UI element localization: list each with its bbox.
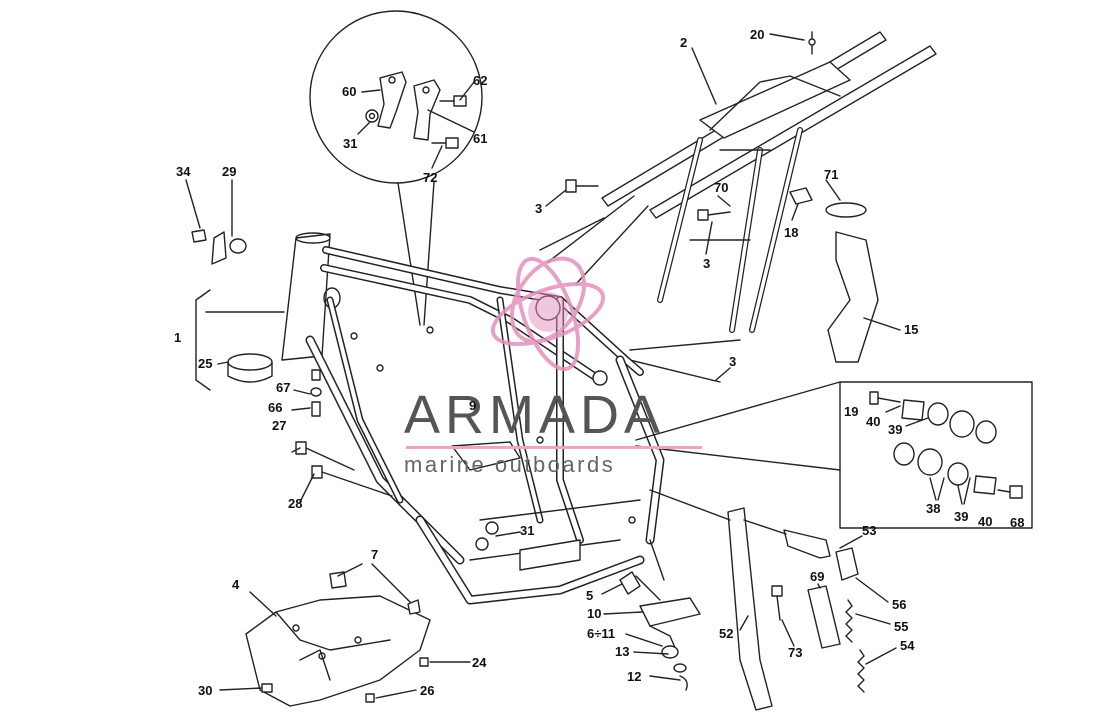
callout-label: 31 (343, 136, 358, 151)
callout-label: 69 (810, 569, 825, 584)
callout-label: 53 (862, 523, 877, 538)
callout-label: 26 (420, 683, 435, 698)
callout-label: 9 (469, 398, 477, 413)
left-hardware (191, 229, 393, 497)
callout-label: 15 (904, 322, 919, 337)
callout-label: 40 (978, 514, 993, 529)
bolt-head (453, 95, 467, 107)
callout-label: 67 (276, 380, 291, 395)
callout-label: 25 (198, 356, 213, 371)
watermark-title: ARMADA (404, 385, 666, 445)
footpeg-part (451, 441, 521, 471)
callout-label: 29 (222, 164, 237, 179)
detail-circle-group (309, 10, 483, 326)
side-stand (649, 489, 865, 711)
leader-line (397, 182, 421, 326)
callout-label: 1 (174, 330, 182, 345)
callout-label: 60 (342, 84, 357, 99)
watermark-logo (490, 256, 606, 372)
callout-label: 12 (627, 669, 642, 684)
callout-leaders (185, 33, 929, 699)
callout-label: 62 (473, 73, 488, 88)
callout-label: 2 (680, 35, 688, 50)
callout-label: 34 (176, 164, 191, 179)
callout-label: 31 (520, 523, 535, 538)
callout-label: 72 (423, 170, 438, 185)
bracket-hole (422, 86, 430, 94)
callout-label: 19 (844, 404, 859, 419)
callout-label: 24 (472, 655, 487, 670)
callout-label: 7 (371, 547, 379, 562)
callout-label: 3 (729, 354, 737, 369)
rubber-mount-detail (635, 381, 1033, 529)
callout-label: 70 (714, 180, 729, 195)
callout-label: 56 (892, 597, 907, 612)
nut-part (365, 109, 379, 123)
callout-label: 3 (703, 256, 711, 271)
callout-label: 30 (198, 683, 213, 698)
bracket-part (377, 71, 407, 129)
callout-label: 27 (272, 418, 287, 433)
callout-label: 39 (954, 509, 969, 524)
callout-label: 28 (288, 496, 303, 511)
callout-label: 5 (586, 588, 594, 603)
callout-label: 73 (788, 645, 803, 660)
callout-label: 13 (615, 644, 630, 659)
callout-label: 71 (824, 167, 839, 182)
callout-label: 66 (268, 400, 283, 415)
rear-subframe (539, 31, 937, 383)
callout-label: 39 (888, 422, 903, 437)
callout-label: 3 (535, 201, 543, 216)
callout-label: 61 (473, 131, 488, 146)
guard-plate (827, 231, 879, 363)
callout-label: 55 (894, 619, 909, 634)
callout-label: 20 (750, 27, 765, 42)
main-frame (281, 232, 665, 605)
bracket-hole (388, 76, 396, 84)
callout-label: 4 (232, 577, 240, 592)
callout-label: 52 (719, 626, 734, 641)
nut-hole (368, 112, 376, 120)
callout-label: 38 (926, 501, 941, 516)
callout-label: 68 (1010, 515, 1025, 530)
leader-line (423, 181, 435, 326)
callout-label: 40 (866, 414, 881, 429)
watermark-subtitle: marine outboards (404, 452, 616, 477)
watermark-underline (406, 446, 702, 449)
callout-label: 6÷11 (587, 626, 616, 641)
callout-label: 18 (784, 225, 799, 240)
bracket-part (413, 79, 441, 141)
skid-plate (245, 563, 431, 707)
footpeg-assembly (619, 539, 701, 691)
detail-circle (309, 10, 483, 184)
bolt-head (445, 137, 459, 149)
callout-label: 10 (587, 606, 602, 621)
callout-label: 54 (900, 638, 915, 653)
